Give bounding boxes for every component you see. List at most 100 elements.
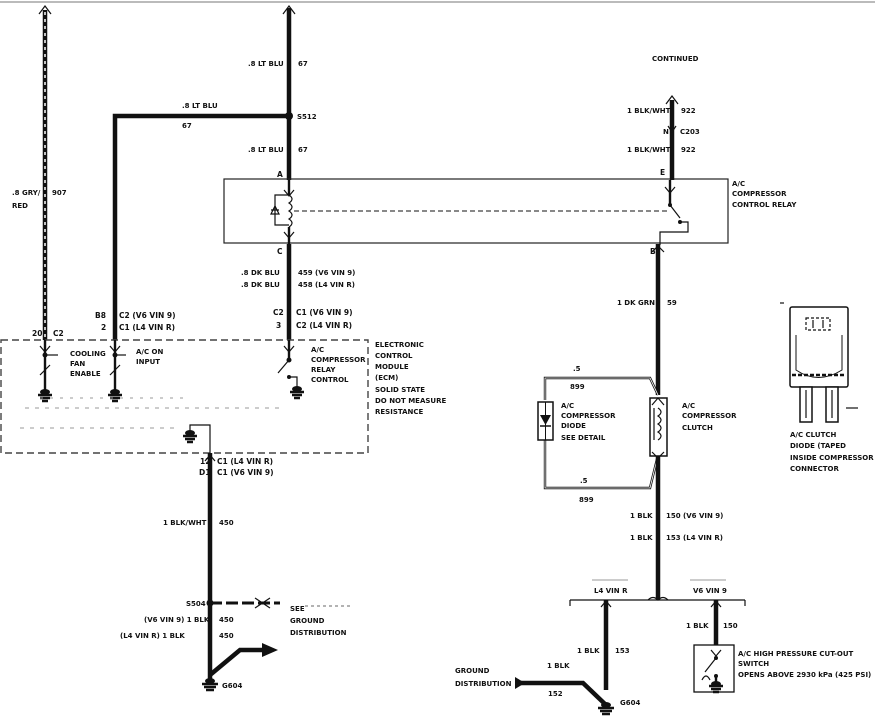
- wire-blk-wht-relay-size: 1 BLK/WHT: [627, 146, 671, 154]
- ecm-relay-ctl-4: CONTROL: [311, 376, 349, 384]
- diode-label-1: A/C: [561, 402, 574, 410]
- ecm-pin-2-conn: C1 (L4 VIN R): [119, 323, 175, 332]
- ground-g604-left: [202, 660, 218, 692]
- high-pressure-switch: [693, 644, 735, 694]
- wire-blk-150-circuit: 150: [723, 622, 738, 630]
- wire-blk-150-size: 1 BLK: [686, 622, 709, 630]
- wire-blk-l4-circuit: 450: [219, 632, 234, 640]
- ecm-cooling-2: FAN: [70, 360, 85, 368]
- ecm-note-2: DO NOT MEASURE: [375, 397, 447, 405]
- detail-label-4: CONNECTOR: [790, 465, 839, 473]
- detail-label-3: INSIDE COMPRESSOR: [790, 454, 874, 462]
- faded-scan-marks: [20, 397, 280, 429]
- splice-s504: [206, 597, 280, 609]
- ac-compressor-diode: [537, 401, 554, 441]
- wire-blk-153-size: 1 BLK: [577, 647, 600, 655]
- diode-label-3: DIODE: [561, 422, 586, 430]
- splice-s512-dot: [285, 112, 293, 120]
- ecm-pin-b8-conn: C2 (V6 VIN 9): [119, 311, 176, 320]
- wire-blk-wht-top-size: 1 BLK/WHT: [627, 107, 671, 115]
- ecm-pin-d1: D1: [199, 468, 210, 477]
- c203-pin: N: [663, 128, 669, 136]
- ground-dist-2: DISTRIBUTION: [455, 680, 512, 688]
- wire-blk-153-circuit: 153: [615, 647, 630, 655]
- wire-blk-wht-top-circuit: 922: [681, 107, 696, 115]
- ecm-pin-c2: C2: [273, 308, 284, 317]
- branch-l4-label: L4 VIN R: [594, 587, 628, 595]
- ecm-pin-3-conn: C2 (L4 VIN R): [296, 321, 352, 330]
- diode-wire-top-circuit: 899: [570, 383, 585, 391]
- ecm-pin-20: 20: [32, 329, 42, 338]
- wire-clutch-l4-size: 1 BLK: [630, 534, 653, 542]
- clutch-label-2: COMPRESSOR: [682, 412, 737, 420]
- ecm-relay-ctl-1: A/C: [311, 346, 324, 354]
- ac-compressor-clutch: [649, 397, 668, 459]
- ecm-cooling-1: COOLING: [70, 350, 106, 358]
- wire-lt-blu-relay-size: .8 LT BLU: [248, 146, 284, 154]
- continued-label: CONTINUED: [652, 55, 699, 63]
- ecm-pin-2: 2: [101, 323, 106, 332]
- switch-label-3: OPENS ABOVE 2930 kPa (425 PSI): [738, 671, 871, 679]
- ecm-title-1: ELECTRONIC: [375, 341, 424, 349]
- ecm-pin-b8: B8: [95, 311, 106, 320]
- relay-box: [223, 178, 729, 244]
- see-ground-1: SEE: [290, 605, 305, 613]
- detail-label-2: DIODE (TAPED: [790, 442, 846, 450]
- ecm-pin-3: 3: [276, 321, 281, 330]
- wire-dk-grn-circuit: 59: [667, 299, 677, 307]
- wire-blk-153: [520, 600, 614, 716]
- ecm-internal-ground: [183, 424, 211, 453]
- ecm-pin-12-conn: C1 (L4 VIN R): [217, 457, 273, 466]
- ecm-ac-input-2: INPUT: [136, 358, 160, 366]
- ground-g604-left-label: G604: [222, 682, 242, 690]
- ecm-note-3: RESISTANCE: [375, 408, 424, 416]
- ecm-relay-ctl-3: RELAY: [311, 366, 336, 374]
- diode-wire-bottom-size: .5: [580, 477, 588, 485]
- wire-lt-blu-main: [282, 5, 296, 180]
- diode-connector-detail: [780, 302, 858, 423]
- clutch-label-1: A/C: [682, 402, 695, 410]
- wire-gry-red: [38, 5, 52, 340]
- wire-blk-l4-branch: [208, 647, 270, 677]
- relay-contact: [659, 180, 689, 245]
- relay-pin-a: A: [277, 170, 283, 179]
- ecm-ac-input-circuit: [108, 340, 126, 403]
- diode-label-2: COMPRESSOR: [561, 412, 616, 420]
- wire-dk-blu-l4-size: .8 DK BLU: [241, 281, 280, 289]
- wire-lt-blu-relay-circuit: 67: [298, 146, 308, 154]
- wire-blk-wht-922: [665, 95, 679, 180]
- ecm-pin-d1-conn: C1 (V6 VIN 9): [217, 468, 274, 477]
- relay-coil: [270, 180, 668, 244]
- ecm-pin-12: 12: [200, 457, 210, 466]
- branch-v6-label: V6 VIN 9: [693, 587, 727, 595]
- see-ground-2: GROUND: [290, 617, 325, 625]
- wire-blk-v6-size: (V6 VIN 9) 1 BLK: [144, 616, 210, 624]
- c203-label: C203: [680, 128, 700, 136]
- diode-wire-top-size: .5: [573, 365, 581, 373]
- wire-blk-wht-ecm-circuit: 450: [219, 519, 234, 527]
- wire-lt-blu-branch: [112, 113, 289, 340]
- wire-blk-v6-circuit: 450: [219, 616, 234, 624]
- ecm-cooling-fan-circuit: [38, 340, 58, 403]
- splice-s504-label: S504: [186, 600, 206, 608]
- wire-dk-blu-v6-size: .8 DK BLU: [241, 269, 280, 277]
- wire-gry-red-color: RED: [12, 202, 28, 210]
- ecm-ac-input-1: A/C ON: [136, 348, 163, 356]
- splice-s512-label: S512: [297, 113, 317, 121]
- wire-dk-blu-v6-circuit: 459 (V6 VIN 9): [298, 269, 355, 277]
- relay-pin-c: C: [277, 247, 283, 256]
- switch-label-2: SWITCH: [738, 660, 769, 668]
- clutch-label-3: CLUTCH: [682, 424, 713, 432]
- ecm-relay-control-circuit: [277, 340, 304, 400]
- wire-dk-blu-l4-circuit: 458 (L4 VIN R): [298, 281, 355, 289]
- ecm-cooling-3: ENABLE: [70, 370, 101, 378]
- relay-title-2: COMPRESSOR: [732, 190, 787, 198]
- wire-blk-wht-relay-circuit: 922: [681, 146, 696, 154]
- wire-blk-wht-ecm-size: 1 BLK/WHT: [163, 519, 207, 527]
- wire-dk-grn-size: 1 DK GRN: [617, 299, 655, 307]
- wire-clutch-v6-circuit: 150 (V6 VIN 9): [666, 512, 723, 520]
- relay-title-1: A/C: [732, 180, 745, 188]
- diode-wire-bottom-circuit: 899: [579, 496, 594, 504]
- wire-lt-blu-branch-size: .8 LT BLU: [182, 102, 218, 110]
